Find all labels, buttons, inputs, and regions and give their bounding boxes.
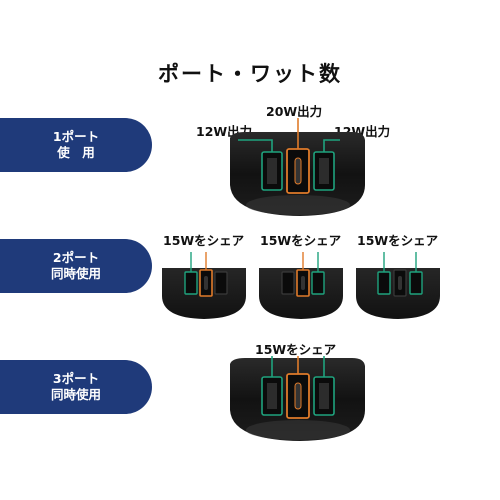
row-tab-2port-line2: 同時使用 xyxy=(50,266,101,281)
row-tab-3port-line2: 同時使用 xyxy=(50,387,101,402)
label-share-15w-3port: 15Wをシェア xyxy=(255,342,337,357)
label-share-15w-c: 15Wをシェア xyxy=(357,233,439,248)
label-share-15w-b: 15Wをシェア xyxy=(260,233,342,248)
device-2port-c xyxy=(356,252,440,319)
row-tab-3port-line1: 3ポート xyxy=(52,371,100,386)
device-3port xyxy=(230,356,365,441)
row-tab-1port-line1: 1ポート xyxy=(52,129,100,144)
label-share-15w-a: 15Wをシェア xyxy=(163,233,245,248)
row-tab-1port: 1ポート 使 用 xyxy=(0,118,152,172)
page-title: ポート・ワット数 xyxy=(158,62,342,86)
device-2port-b xyxy=(259,252,343,319)
row-tab-2port-line1: 2ポート xyxy=(52,250,100,265)
label-20w-output: 20W出力 xyxy=(266,104,323,119)
device-1port xyxy=(230,118,365,216)
row-tab-1port-line2: 使 用 xyxy=(57,145,95,160)
device-2port-a xyxy=(162,252,246,319)
row-tab-3port: 3ポート 同時使用 xyxy=(0,360,152,414)
row-tab-2port: 2ポート 同時使用 xyxy=(0,239,152,293)
